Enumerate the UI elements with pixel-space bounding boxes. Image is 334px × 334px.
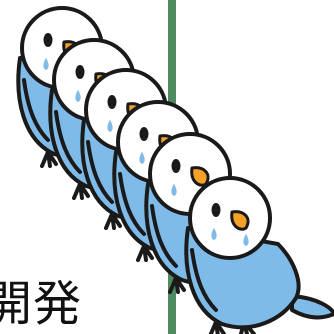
- budgie-front: [184, 176, 334, 334]
- caption-text: 開発: [0, 276, 83, 332]
